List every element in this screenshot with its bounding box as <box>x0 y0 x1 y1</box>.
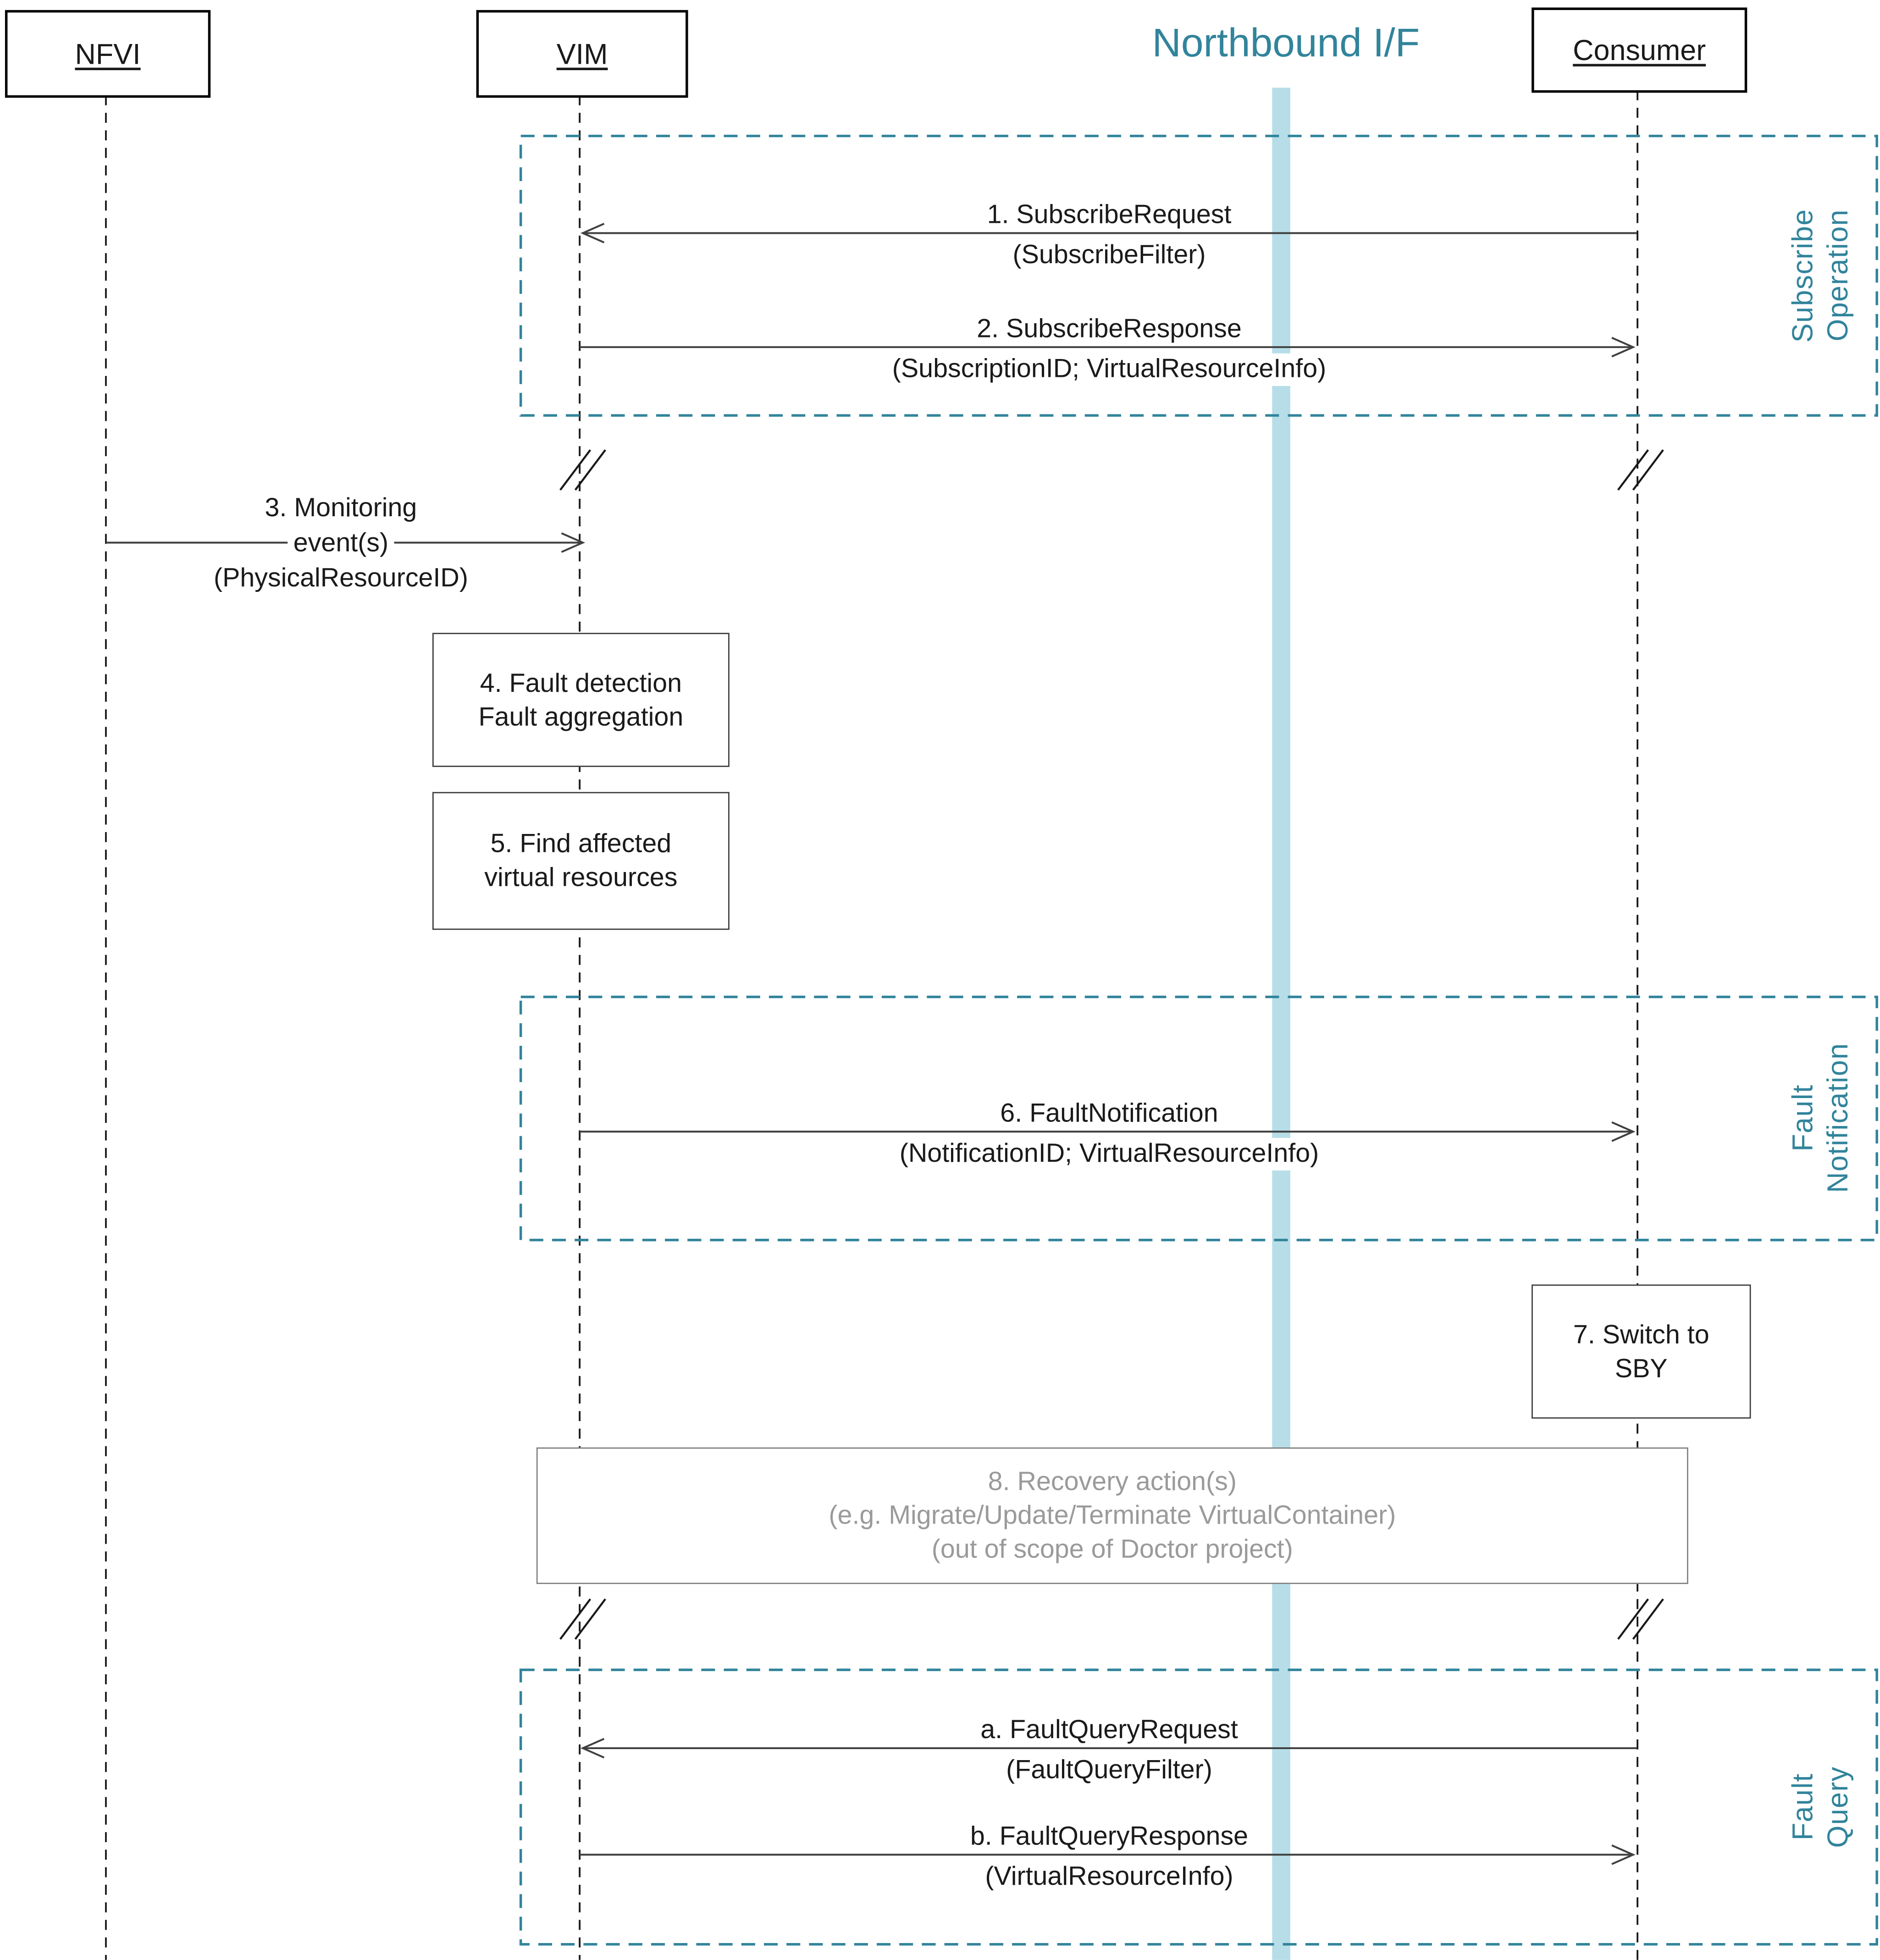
message-6-fault-notification-label: 6. FaultNotification (NotificationID; Vi… <box>893 1098 1325 1170</box>
actor-nfvi: NFVI <box>5 10 211 98</box>
actor-vim: VIM <box>476 10 688 98</box>
action-box-8-recovery-actions: 8. Recovery action(s) (e.g. Migrate/Upda… <box>536 1447 1688 1584</box>
message-line: 1. SubscribeRequest <box>980 199 1238 232</box>
message-line: (SubscriptionID; VirtualResourceInfo) <box>886 353 1333 386</box>
action-box-5-find-affected-resources: 5. Find affected virtual resources <box>432 792 730 930</box>
arrow-head-right-icon <box>561 532 586 553</box>
action-line: Fault aggregation <box>478 702 684 731</box>
message-line: (SubscribeFilter) <box>1006 239 1212 272</box>
group-label-line: Fault <box>1786 1084 1819 1152</box>
action-line: 5. Find affected <box>490 829 672 859</box>
message-line: a. FaultQueryRequest <box>974 1714 1244 1747</box>
action-line: virtual resources <box>484 863 678 893</box>
lifeline-break-vim-upper-icon <box>559 449 606 491</box>
message-line: 6. FaultNotification <box>994 1098 1225 1131</box>
northbound-interface-bar <box>1272 88 1290 1960</box>
arrow-subscribe-request <box>580 223 1637 243</box>
action-box-4-fault-detection: 4. Fault detection Fault aggregation <box>432 633 730 767</box>
group-label-line: Operation <box>1821 210 1854 342</box>
message-line: 2. SubscribeResponse <box>970 313 1248 346</box>
arrow-fault-notification <box>580 1121 1636 1142</box>
arrow-head-right-icon <box>1611 1121 1636 1142</box>
action-line: (out of scope of Doctor project) <box>931 1535 1293 1564</box>
actor-consumer-label: Consumer <box>1573 33 1706 66</box>
message-2-subscribe-response-label: 2. SubscribeResponse (SubscriptionID; Vi… <box>886 313 1333 386</box>
arrow-head-left-icon <box>580 223 605 243</box>
group-border-fault-notification <box>519 995 1878 1242</box>
action-line: (e.g. Migrate/Update/Terminate VirtualCo… <box>829 1501 1396 1530</box>
arrow-head-left-icon <box>580 1738 605 1759</box>
group-label-fault-notification: Fault Notification <box>1785 1043 1855 1193</box>
message-line: (NotificationID; VirtualResourceInfo) <box>893 1137 1325 1170</box>
action-line: 7. Switch to <box>1573 1320 1709 1349</box>
message-b-fault-query-response-label: b. FaultQueryResponse (VirtualResourceIn… <box>964 1821 1255 1894</box>
group-label-line: Subscribe <box>1786 209 1819 343</box>
message-line: (PhysicalResourceID) <box>207 561 475 597</box>
arrow-head-right-icon <box>1611 337 1636 358</box>
northbound-interface-title: Northbound I/F <box>1152 20 1420 66</box>
message-line: b. FaultQueryResponse <box>964 1821 1255 1854</box>
action-box-7-switch-to-sby: 7. Switch to SBY <box>1532 1284 1751 1419</box>
arrow-fault-query-request <box>580 1738 1637 1759</box>
group-border-fault-query <box>519 1668 1878 1946</box>
arrow-head-right-icon <box>1611 1844 1636 1865</box>
actor-nfvi-label: NFVI <box>75 37 141 70</box>
group-label-line: Notification <box>1821 1043 1854 1193</box>
message-line: (FaultQueryFilter) <box>1000 1754 1219 1787</box>
arrow-subscribe-response <box>580 337 1636 358</box>
message-1-subscribe-request-label: 1. SubscribeRequest (SubscribeFilter) <box>980 199 1238 272</box>
action-line: SBY <box>1615 1354 1668 1383</box>
message-line: 3. Monitoring <box>258 491 424 526</box>
message-3-monitoring-events-label: 3. Monitoring event(s) (PhysicalResource… <box>207 491 475 597</box>
lifeline-break-vim-lower-icon <box>559 1598 606 1640</box>
message-line: (VirtualResourceInfo) <box>979 1861 1240 1894</box>
actor-consumer: Consumer <box>1532 7 1747 93</box>
group-border-subscribe-operation <box>519 134 1878 417</box>
action-line: 4. Fault detection <box>480 668 682 698</box>
lifeline-break-consumer-lower-icon <box>1617 1598 1664 1640</box>
actor-vim-label: VIM <box>556 37 608 70</box>
message-a-fault-query-request-label: a. FaultQueryRequest (FaultQueryFilter) <box>974 1714 1244 1787</box>
group-label-line: Fault <box>1786 1773 1819 1841</box>
group-label-subscribe-operation: Subscribe Operation <box>1785 209 1855 342</box>
group-label-line: Query <box>1821 1766 1854 1848</box>
group-label-fault-query: Fault Query <box>1785 1766 1855 1848</box>
message-line: event(s) <box>287 526 395 562</box>
lifeline-break-consumer-upper-icon <box>1617 449 1664 491</box>
action-line: 8. Recovery action(s) <box>988 1467 1237 1496</box>
arrow-fault-query-response <box>580 1844 1636 1865</box>
